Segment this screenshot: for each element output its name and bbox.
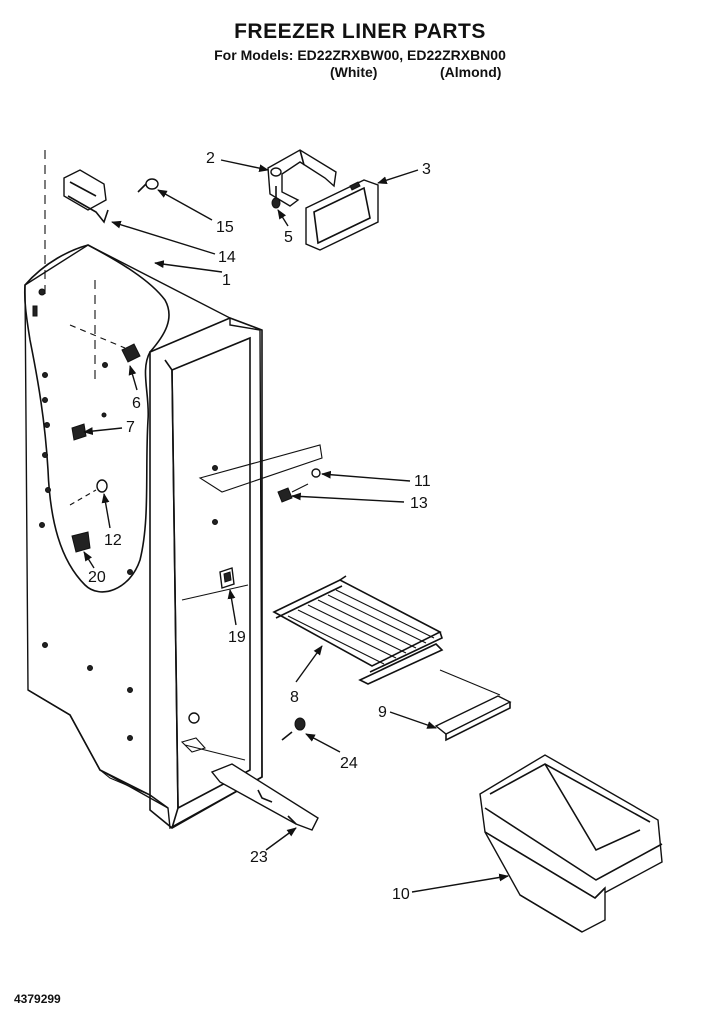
callout-5: 5	[284, 229, 293, 246]
callout-24: 24	[340, 755, 358, 772]
callout-23: 23	[250, 849, 268, 866]
clip-6	[121, 343, 141, 363]
callout-19: 19	[228, 629, 246, 646]
callout-6: 6	[132, 395, 141, 412]
part-11	[311, 468, 321, 478]
callout-20: 20	[88, 569, 106, 586]
callout-3: 3	[422, 161, 431, 178]
callout-1: 1	[222, 272, 231, 289]
frame-3	[305, 179, 379, 251]
bin-10	[479, 754, 663, 933]
callout-7: 7	[126, 419, 135, 436]
shelf-trim-9	[434, 669, 512, 742]
part-13	[277, 483, 309, 503]
callout-15: 15	[216, 219, 234, 236]
freezer-liner	[23, 150, 323, 830]
screw-24	[281, 717, 306, 741]
bracket-14	[63, 169, 109, 224]
callout-labels: 1 2 3 5 6 7 8 9 10 11 12 13 14 15 19 20 …	[88, 150, 431, 903]
document-part-number: 4379299	[14, 992, 61, 1006]
callout-11: 11	[414, 473, 431, 490]
leader-lines	[83, 159, 509, 893]
callout-13: 13	[410, 495, 428, 512]
screw-12	[69, 479, 108, 506]
models-line: For Models: ED22ZRXBW00, ED22ZRXBN00	[214, 47, 506, 63]
part-20	[71, 531, 91, 553]
screw-5	[271, 186, 281, 209]
callout-8: 8	[290, 689, 299, 706]
callout-10: 10	[392, 886, 410, 903]
callout-9: 9	[378, 704, 387, 721]
screw-15	[137, 178, 159, 193]
color-white: (White)	[330, 64, 378, 80]
bracket-2	[267, 149, 337, 207]
callout-12: 12	[104, 532, 122, 549]
callout-14: 14	[218, 249, 236, 266]
diagram-title: FREEZER LINER PARTS	[234, 20, 486, 43]
wire-shelf-8	[272, 575, 444, 685]
part-7	[71, 412, 107, 441]
rail-23	[210, 763, 319, 831]
color-almond: (Almond)	[440, 64, 502, 80]
part-19	[219, 567, 235, 589]
callout-2: 2	[206, 150, 215, 167]
